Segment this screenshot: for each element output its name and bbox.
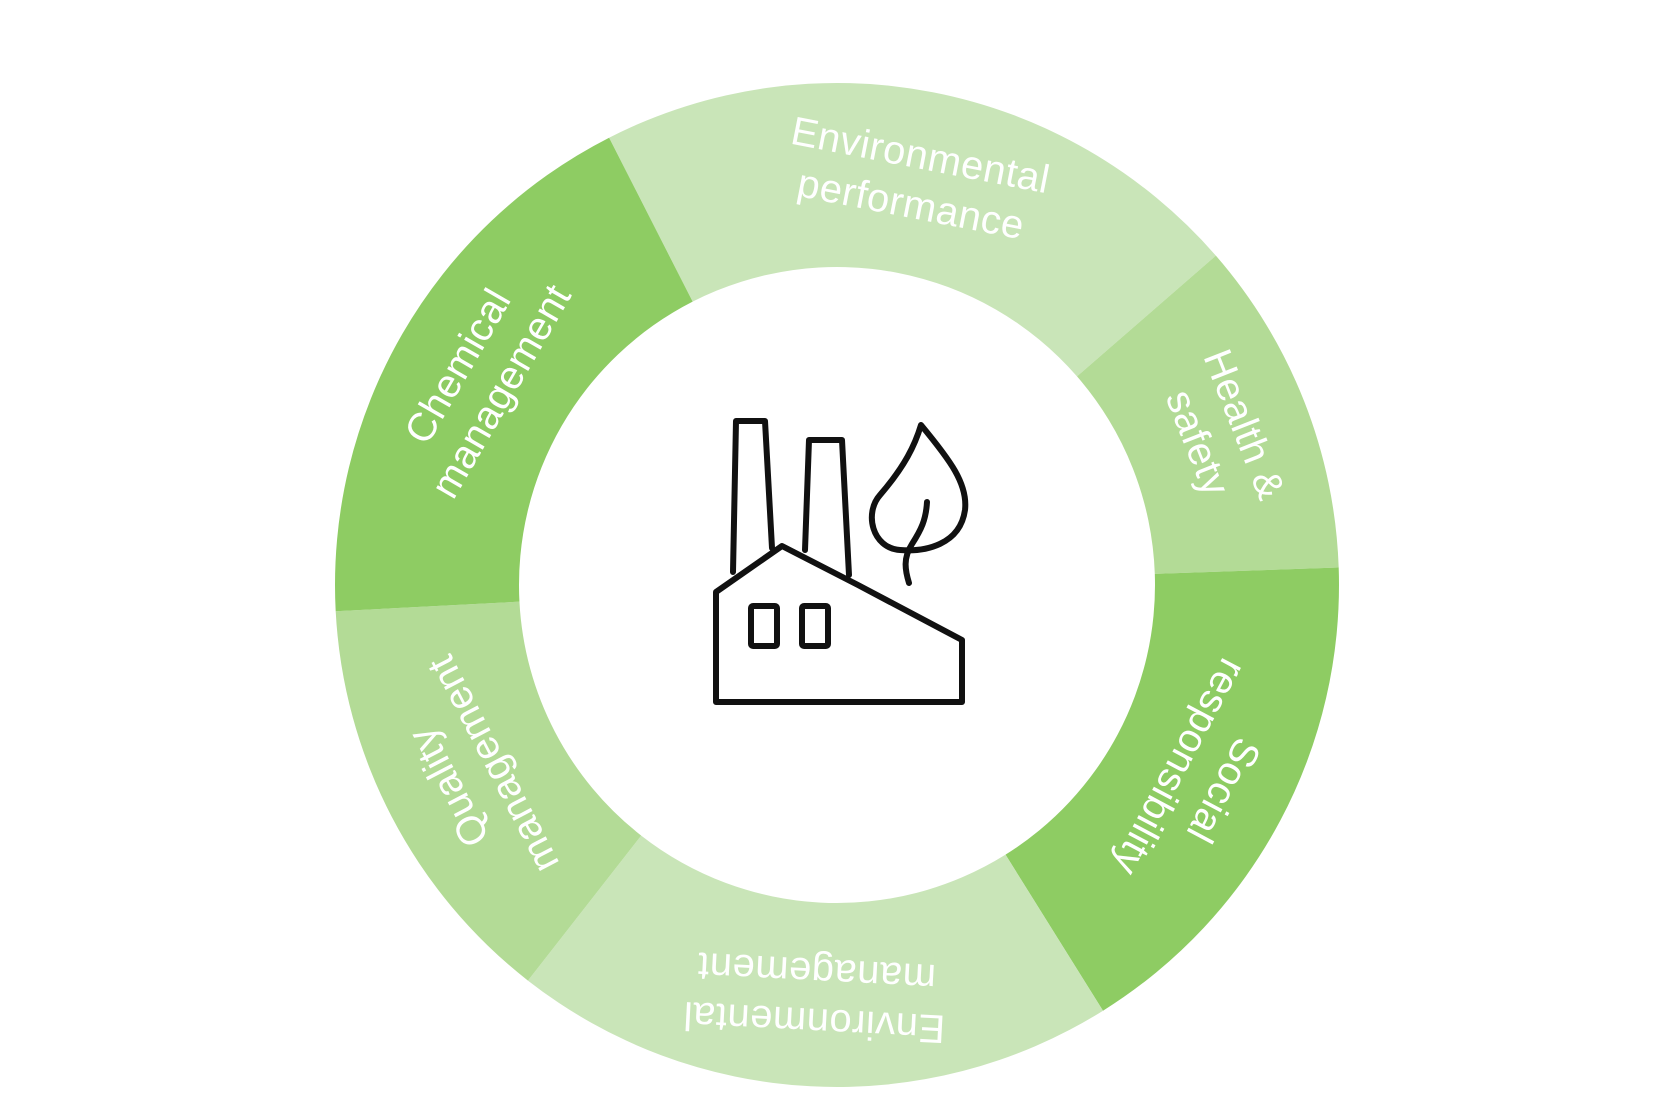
factory-building <box>713 543 965 705</box>
chimney-left <box>730 418 775 575</box>
segment-environmental-performance <box>609 82 1216 377</box>
factory-with-leaf-icon <box>713 418 969 705</box>
segment-quality-management <box>335 601 642 981</box>
segment-ring <box>335 82 1340 1088</box>
chimney-right <box>802 437 852 578</box>
segment-chemical-management <box>335 137 693 612</box>
factory-window-left <box>748 603 780 649</box>
segment-social-responsibility <box>1005 567 1340 1011</box>
segment-health-safety <box>1076 255 1339 574</box>
leaf-stem-icon <box>902 499 930 586</box>
factory-window-right <box>799 603 831 649</box>
leaf-icon <box>868 422 969 554</box>
segment-environmental-management <box>527 835 1104 1088</box>
